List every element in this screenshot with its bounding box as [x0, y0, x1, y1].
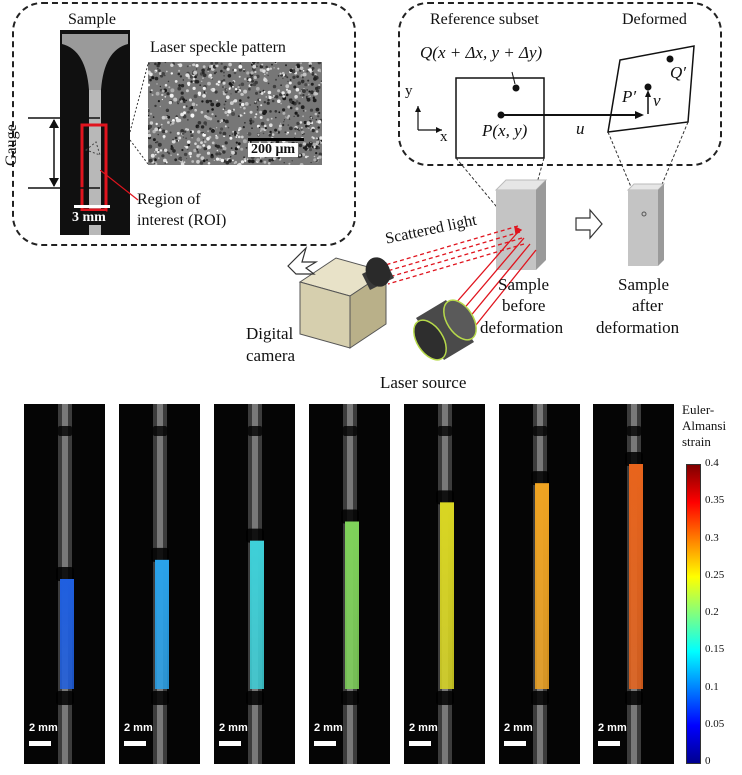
sample-title: Sample: [68, 11, 116, 28]
laser-source: [413, 299, 477, 361]
roi-label-line2: interest (ROI): [137, 212, 227, 229]
gauge-arrow: [28, 117, 100, 189]
specimen-shape: [62, 34, 128, 235]
point-q-label: Q(x + Δx, y + Δy): [420, 43, 543, 62]
gauge-label: Gauge: [3, 124, 20, 166]
laser-source-label: Laser source: [380, 373, 467, 392]
sample-before-line1: Sample: [498, 275, 549, 294]
roi-rectangle: [80, 123, 108, 212]
colorbar-tick-label: 0.4: [705, 457, 719, 469]
colorbar-tick-label: 0.25: [705, 568, 725, 581]
colorbar-title-line2: Almansi: [682, 418, 727, 433]
u-label: u: [576, 119, 585, 138]
sample-after-line3: deformation: [596, 318, 680, 337]
sample-panel: [12, 2, 356, 246]
subset-diagram: [415, 45, 695, 231]
strain-field: [440, 502, 454, 689]
frame-scale-label: 2 mm: [29, 722, 58, 734]
sample-specimen-image: [60, 30, 130, 235]
colorbar-tick-label: 0.2: [705, 606, 719, 618]
camera-label-line2: camera: [246, 346, 296, 365]
camera-label-line1: Digital: [246, 324, 294, 343]
frame-scale-bar: [598, 741, 620, 746]
sample-before-bar: [494, 179, 548, 270]
colorbar-title-line1: Euler-: [682, 402, 715, 417]
deformation-arrow: [575, 208, 603, 240]
roi-leader: [100, 170, 139, 201]
strain-frame-2: 2 mm: [119, 404, 200, 764]
frame-scale-label: 2 mm: [504, 722, 533, 734]
colorbar: [686, 464, 701, 764]
frame-scale-bar: [314, 741, 336, 746]
frame-scale-label: 2 mm: [124, 722, 153, 734]
frame-scale-label: 2 mm: [314, 722, 343, 734]
scattered-light-rays: [381, 225, 525, 285]
strain-field: [629, 464, 643, 689]
speckle-scale-label: 200 μm: [248, 143, 299, 157]
digital-camera: [298, 257, 394, 349]
frame-scale-bar: [504, 741, 526, 746]
frame-scale-bar: [409, 741, 431, 746]
speckle-dotted-lines: [130, 63, 149, 165]
pointer-arrow: [287, 245, 319, 275]
point-q-prime-dot: [666, 55, 674, 63]
colorbar-tick-label: 0.05: [705, 717, 725, 730]
strain-field: [155, 559, 169, 689]
speckle-label: Laser speckle pattern: [150, 39, 286, 56]
sample-before-line3: deformation: [480, 318, 564, 337]
strain-frame-3: 2 mm: [214, 404, 295, 764]
frame-scale-label: 2 mm: [598, 722, 627, 734]
sample-scale-bar: [74, 205, 110, 208]
frame-scale-label: 2 mm: [409, 722, 438, 734]
point-p-label: P(x, y): [482, 121, 528, 140]
strain-field: [250, 540, 264, 689]
subset-panel: [398, 2, 722, 166]
frame-scale-bar: [29, 741, 51, 746]
frame-scale-bar: [219, 741, 241, 746]
strain-frame-1: 2 mm: [24, 404, 105, 764]
point-q-prime-label: Q′: [670, 63, 686, 82]
strain-field: [60, 579, 74, 689]
strain-field: [535, 483, 549, 689]
colorbar-tick-label: 0: [705, 755, 711, 767]
v-label: v: [653, 91, 661, 110]
deformed-subset-quad: [607, 45, 695, 133]
axis-y-label: y: [405, 83, 413, 99]
sample-after-line1: Sample: [618, 275, 669, 294]
strain-frame-5: 2 mm: [404, 404, 485, 764]
ref-subset-label: Reference subset: [430, 11, 539, 28]
point-q-dot: [512, 84, 520, 92]
colorbar-tick-label: 0.35: [705, 494, 725, 507]
apparatus-diagram: [287, 179, 666, 361]
speckle-scale-bar: [248, 138, 304, 141]
point-p-prime-dot: [644, 83, 652, 91]
sample-after-line2: after: [632, 296, 664, 315]
strain-frame-4: 2 mm: [309, 404, 390, 764]
point-p-prime-label: P′: [622, 87, 637, 106]
deformed-label: Deformed: [622, 11, 687, 28]
colorbar-title-line3: strain: [682, 434, 711, 449]
sample-scale-label: 3 mm: [72, 210, 106, 225]
sample-after-bar: [626, 183, 666, 266]
colorbar-tick-label: 0.1: [705, 680, 719, 693]
frame-scale-bar: [124, 741, 146, 746]
sample-before-line2: before: [502, 296, 546, 315]
strain-field: [345, 521, 359, 689]
colorbar-tick-label: 0.3: [705, 531, 719, 544]
frame-scale-label: 2 mm: [219, 722, 248, 734]
roi-label-line1: Region of: [137, 191, 201, 208]
colorbar-tick-label: 0.15: [705, 643, 725, 656]
laser-beams: [447, 225, 537, 331]
axis-x-label: x: [440, 129, 448, 145]
strain-frame-6: 2 mm: [499, 404, 580, 764]
strain-frame-7: 2 mm: [593, 404, 674, 764]
reference-subset-square: [455, 77, 545, 159]
